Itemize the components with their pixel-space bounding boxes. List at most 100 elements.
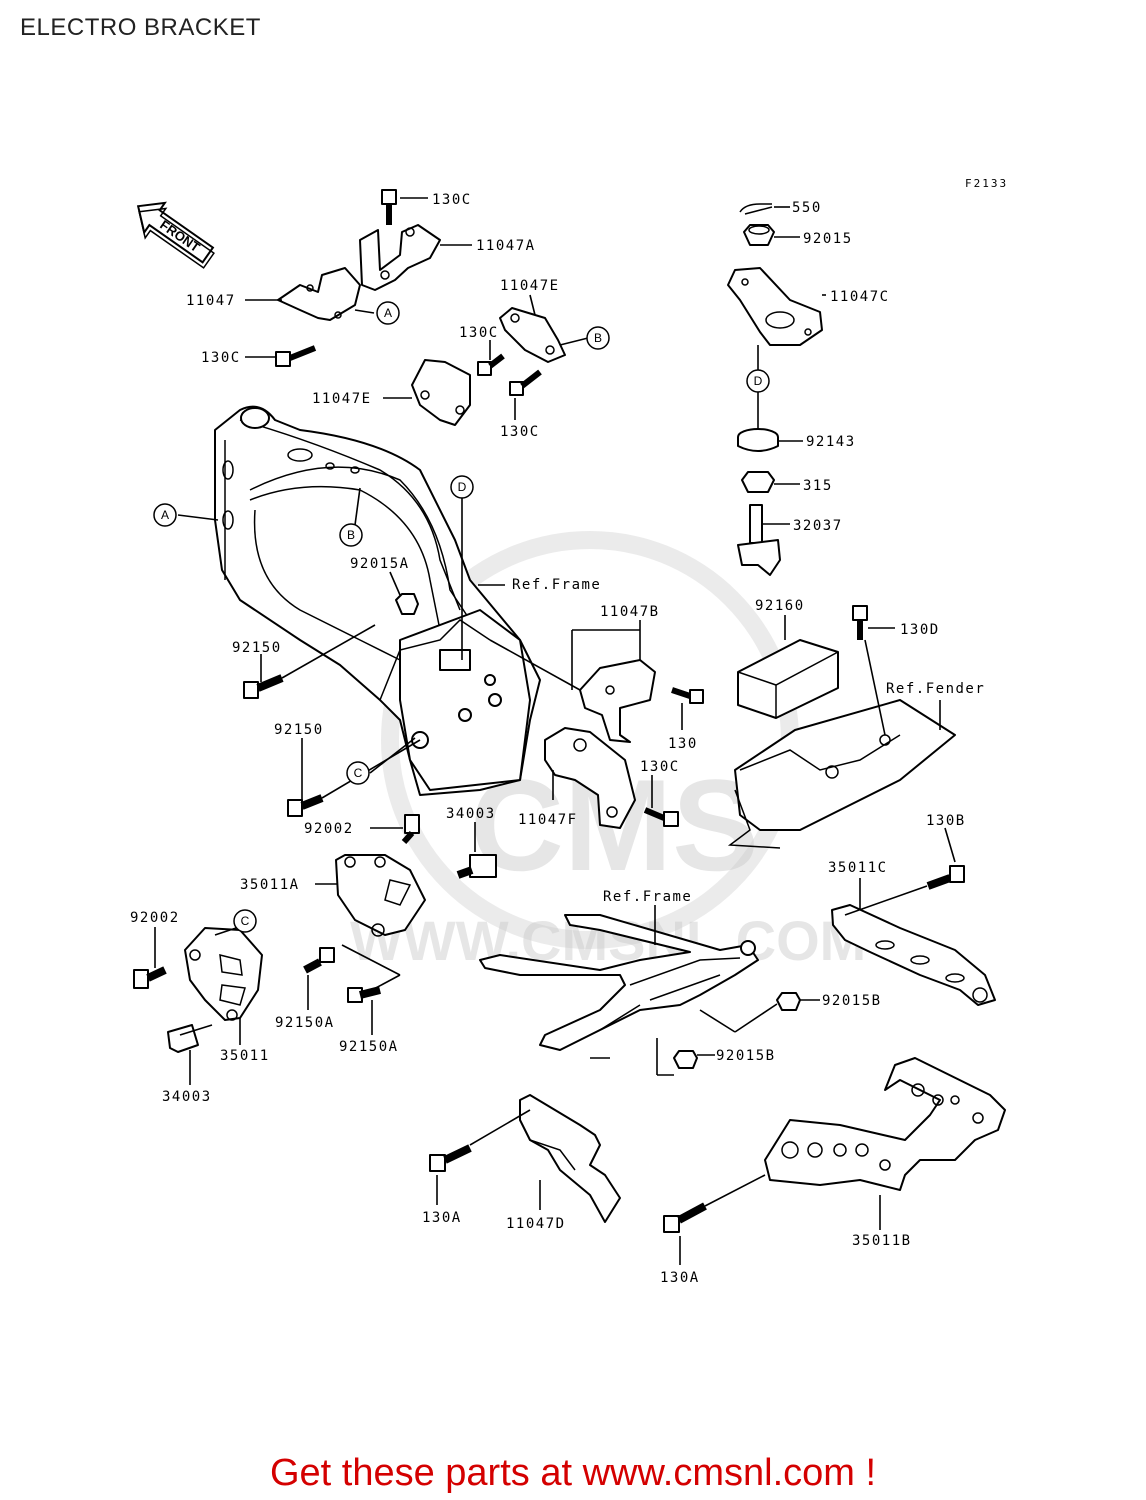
label-92150A-b: 92150A <box>339 1039 399 1055</box>
bracket-11047E-mid <box>411 359 471 426</box>
label-92160: 92160 <box>755 598 805 614</box>
label-11047A: 11047A <box>476 238 536 254</box>
svg-text:A: A <box>384 306 392 320</box>
label-130A-right: 130A <box>660 1270 700 1286</box>
bracket-11047C <box>727 267 823 346</box>
exploded-parts-diagram: CMS WWW.CMSNL.COM FRONT <box>130 189 1006 1286</box>
battery-pad-92160 <box>737 639 839 719</box>
label-11047E-mid: 11047E <box>312 391 372 407</box>
label-11047: 11047 <box>186 293 236 309</box>
frame-assembly <box>214 405 541 796</box>
label-ref-frame-bottom: Ref.Frame <box>603 889 692 905</box>
bracket-11047B <box>579 659 656 743</box>
label-92015: 92015 <box>803 231 853 247</box>
label-11047B: 11047B <box>600 604 660 620</box>
bracket-35011C <box>831 904 996 1006</box>
label-92015B-a: 92015B <box>822 993 882 1009</box>
label-11047F: 11047F <box>518 812 578 828</box>
bolt-92002-top <box>401 814 420 844</box>
label-315: 315 <box>803 478 833 494</box>
label-130D: 130D <box>900 622 940 638</box>
bolt-130C-left <box>275 345 317 367</box>
label-ref-fender: Ref.Fender <box>886 681 985 697</box>
bolt-92150-a <box>243 674 284 699</box>
label-130C-top: 130C <box>432 192 472 208</box>
bolt-130A-right <box>663 1202 707 1233</box>
bolt-92002-left <box>133 966 167 989</box>
svg-text:B: B <box>594 331 602 345</box>
bracket-35011 <box>184 927 263 1021</box>
label-11047E-top: 11047E <box>500 278 560 294</box>
label-34003-left: 34003 <box>162 1089 212 1105</box>
callout-C-lower: C <box>233 909 257 933</box>
bolt-92150A-a <box>303 947 335 974</box>
label-92150-a: 92150 <box>232 640 282 656</box>
label-34003-top: 34003 <box>446 806 496 822</box>
callout-C-frame: C <box>346 761 370 785</box>
bolt-92150-b <box>287 794 324 817</box>
label-130A-left: 130A <box>422 1210 462 1226</box>
label-92150A-a: 92150A <box>275 1015 335 1031</box>
clamp-34003-top <box>456 854 497 879</box>
svg-text:D: D <box>754 374 763 388</box>
callout-A-upper: A <box>376 301 400 325</box>
callout-D-frame: D <box>450 475 474 499</box>
svg-text:B: B <box>347 528 355 542</box>
nut-92015B-a <box>776 992 801 1011</box>
label-35011B: 35011B <box>852 1233 912 1249</box>
nut-92015 <box>743 224 775 246</box>
bolt-130C-mid <box>477 353 505 376</box>
label-35011: 35011 <box>220 1048 270 1064</box>
label-92143: 92143 <box>806 434 856 450</box>
part-labels: 130C 11047A 11047 130C 11047E 130C 11047… <box>130 192 985 1286</box>
callout-B-frame: B <box>339 523 363 547</box>
front-arrow-icon: FRONT <box>136 201 215 269</box>
label-ref-frame-top: Ref.Frame <box>512 577 601 593</box>
label-92015B-b: 92015B <box>716 1048 776 1064</box>
callout-A-frame: A <box>153 503 177 527</box>
nut-92015A <box>395 593 419 615</box>
battery-tray <box>727 699 956 849</box>
label-35011A: 35011A <box>240 877 300 893</box>
bolt-92150A-b <box>347 986 381 1003</box>
svg-text:D: D <box>458 480 467 494</box>
svg-text:A: A <box>161 508 169 522</box>
page-title: ELECTRO BRACKET <box>20 14 261 41</box>
label-130C-mid: 130C <box>459 325 499 341</box>
label-130C-lower: 130C <box>500 424 540 440</box>
bracket-35011B <box>764 1057 1006 1191</box>
svg-text:C: C <box>241 914 250 928</box>
bolt-130C-top <box>381 189 397 225</box>
bracket-11047D <box>519 1094 621 1223</box>
svg-text:C: C <box>354 766 363 780</box>
label-130C-left: 130C <box>201 350 241 366</box>
label-32037: 32037 <box>793 518 843 534</box>
bolt-130C-lower <box>509 369 542 396</box>
cotter-pin-550 <box>739 203 773 215</box>
label-92002-left: 92002 <box>130 910 180 926</box>
clamp-34003-left <box>167 1024 199 1053</box>
callout-B-upper: B <box>586 326 610 350</box>
figure-code: F2133 <box>965 177 1009 190</box>
label-92150-b: 92150 <box>274 722 324 738</box>
bracket-35011A <box>335 854 426 937</box>
spacer-92143 <box>737 428 779 452</box>
bolt-130 <box>671 687 704 704</box>
label-130B: 130B <box>926 813 966 829</box>
label-35011C: 35011C <box>828 860 888 876</box>
footer-banner-link[interactable]: Get these parts at www.cmsnl.com ! <box>269 1452 877 1494</box>
nut-315 <box>741 471 775 493</box>
label-92015A: 92015A <box>350 556 410 572</box>
bolt-130C-right <box>643 807 679 827</box>
leader-lines <box>154 197 956 1265</box>
bolt-130B <box>926 865 965 890</box>
bracket-11047E-top <box>499 307 566 363</box>
stud-32037 <box>737 504 781 576</box>
subframe-assembly <box>479 914 759 1051</box>
label-130C-right: 130C <box>640 759 680 775</box>
bolt-130D <box>852 605 868 640</box>
label-11047D: 11047D <box>506 1216 566 1232</box>
label-550: 550 <box>792 200 822 216</box>
nut-92015B-b <box>673 1050 698 1069</box>
label-11047C: 11047C <box>830 289 890 305</box>
